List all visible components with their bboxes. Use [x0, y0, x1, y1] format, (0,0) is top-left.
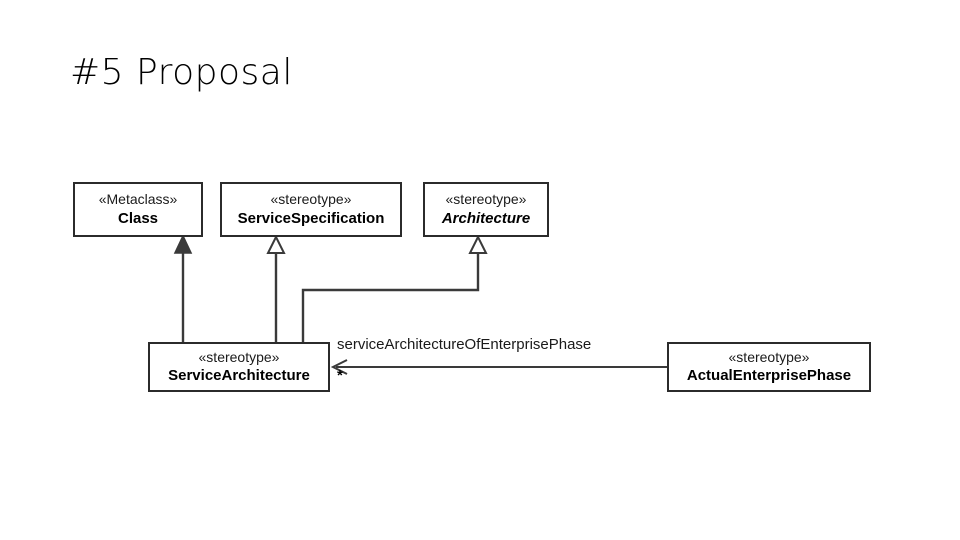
uml-stereotype-label: «stereotype» [445, 191, 527, 208]
edge-generalization-architecture [301, 234, 488, 342]
uml-class-name: Class [117, 209, 159, 227]
uml-stereotype-label: «Metaclass» [98, 191, 178, 208]
uml-stereotype-label: «stereotype» [198, 348, 280, 365]
uml-class-actual-enterprise-phase[interactable]: «stereotype» ActualEnterprisePhase [667, 342, 871, 392]
uml-class-name: ServiceArchitecture [168, 367, 310, 385]
uml-stereotype-label: «stereotype» [270, 191, 352, 208]
uml-class-name: ServiceSpecification [237, 209, 385, 227]
uml-class-name: ActualEnterprisePhase [686, 367, 852, 385]
association-label: serviceArchitectureOfEnterprisePhase [337, 336, 592, 353]
association-multiplicity: * [337, 367, 343, 384]
uml-class-name: Architecture [441, 209, 531, 227]
edge-association-service-architecture-of-enterprise-phase [330, 359, 667, 375]
edge-generalization-service-specification [266, 234, 286, 342]
uml-class-class[interactable]: «Metaclass» Class [73, 182, 203, 237]
uml-class-architecture[interactable]: «stereotype» Architecture [423, 182, 549, 237]
uml-class-service-architecture[interactable]: «stereotype» ServiceArchitecture [148, 342, 330, 392]
edge-generalization-class [173, 234, 193, 342]
page-title: #5 Proposal [70, 52, 293, 93]
uml-class-service-specification[interactable]: «stereotype» ServiceSpecification [220, 182, 402, 237]
uml-stereotype-label: «stereotype» [728, 348, 810, 365]
